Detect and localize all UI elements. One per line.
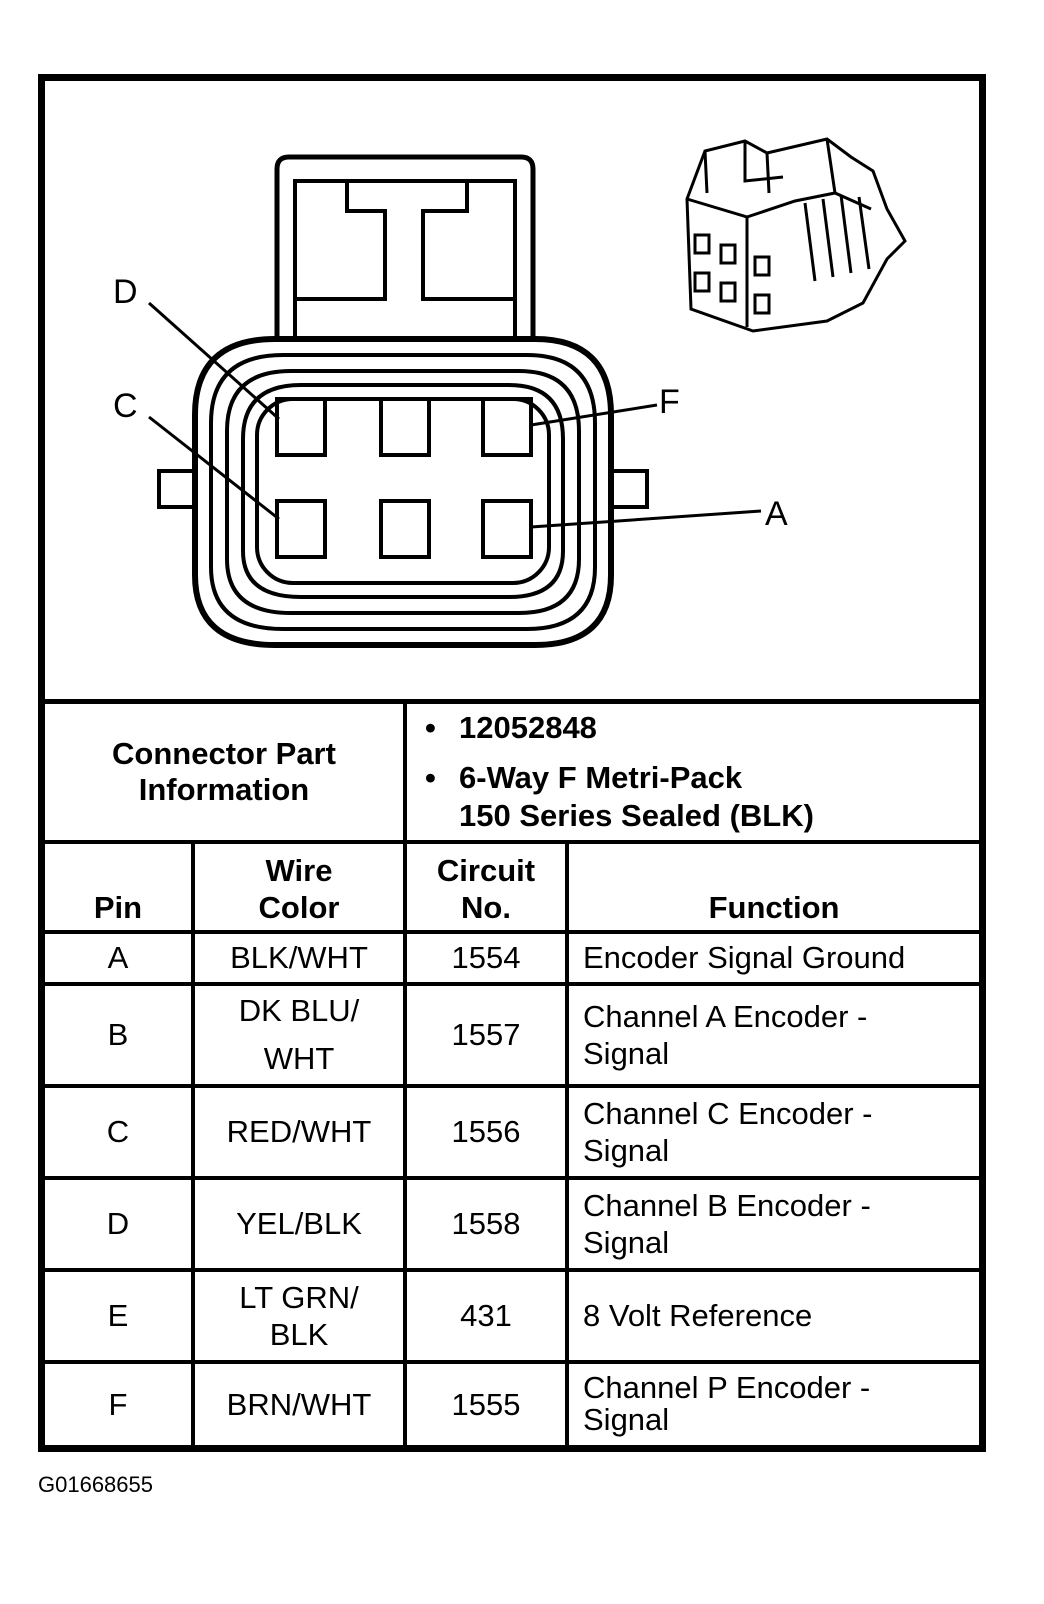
cell-wire-color: YEL/BLK xyxy=(191,1175,407,1272)
label-d: D xyxy=(113,273,138,311)
table-row: C RED/WHT 1556 Channel C Encoder - Signa… xyxy=(45,1083,980,1180)
part-description: 6-Way F Metri-Pack 150 Series Sealed (BL… xyxy=(425,759,979,835)
cell-circuit: 1558 xyxy=(403,1175,569,1272)
table-row: F BRN/WHT 1555 Channel P Encoder - Signa… xyxy=(45,1359,980,1445)
cell-wire-color: BRN/WHT xyxy=(191,1359,407,1445)
cavity-b xyxy=(379,499,431,559)
cavity-f xyxy=(481,397,533,457)
cell-circuit: 1556 xyxy=(403,1083,569,1180)
part-info-values-cell: 12052848 6-Way F Metri-Pack 150 Series S… xyxy=(402,699,980,844)
cell-function: Channel C Encoder - Signal xyxy=(564,1083,980,1180)
cell-wire-color: RED/WHT xyxy=(191,1083,407,1180)
connector-latch xyxy=(274,154,536,341)
cavity-d xyxy=(275,397,327,457)
cell-pin: E xyxy=(45,1267,195,1364)
cell-circuit: 1554 xyxy=(403,929,569,986)
cell-circuit: 1555 xyxy=(403,1359,569,1445)
label-a: A xyxy=(765,495,788,533)
figure-id: G01668655 xyxy=(38,1472,153,1497)
label-f: F xyxy=(659,383,680,421)
pinout-table: Connector Part Information 12052848 6-Wa… xyxy=(45,699,980,1445)
header-wire-color: Wire Color xyxy=(191,839,407,934)
cavity-e xyxy=(379,397,431,457)
cell-function: 8 Volt Reference xyxy=(564,1267,980,1364)
table-row: E LT GRN/ BLK 431 8 Volt Reference xyxy=(45,1267,980,1364)
table-header-row: Pin Wire Color Circuit No. Function xyxy=(45,839,980,934)
leader-lines xyxy=(148,301,762,529)
cell-pin: D xyxy=(45,1175,195,1272)
cell-function: Channel A Encoder - Signal xyxy=(564,981,980,1088)
cell-wire-color: LT GRN/ BLK xyxy=(191,1267,407,1364)
connector-figure-frame: D C F A Connector Part Information 12052… xyxy=(38,74,986,1452)
cell-function: Channel P Encoder - Signal xyxy=(564,1359,980,1445)
connector-face-diagram: D C F A xyxy=(113,137,907,648)
cell-pin: A xyxy=(45,929,195,986)
header-pin: Pin xyxy=(45,839,195,934)
part-info-list: 12052848 6-Way F Metri-Pack 150 Series S… xyxy=(407,709,979,835)
cell-wire-color: BLK/WHT xyxy=(191,929,407,986)
header-circuit-no: Circuit No. xyxy=(403,839,569,934)
table-row: D YEL/BLK 1558 Channel B Encoder - Signa… xyxy=(45,1175,980,1272)
cell-function: Channel B Encoder - Signal xyxy=(564,1175,980,1272)
header-function: Function xyxy=(564,839,980,934)
cell-pin: F xyxy=(45,1359,195,1445)
connector-shell xyxy=(192,336,614,648)
label-c: C xyxy=(113,387,138,425)
cell-wire-color: DK BLU/ WHT xyxy=(191,981,407,1088)
cavity-a xyxy=(481,499,533,559)
cavity-c xyxy=(275,499,327,559)
part-info-label: Connector Part Information xyxy=(112,735,336,807)
cell-circuit: 1557 xyxy=(403,981,569,1088)
cell-function: Encoder Signal Ground xyxy=(564,929,980,986)
part-number: 12052848 xyxy=(425,709,979,747)
part-info-row: Connector Part Information 12052848 6-Wa… xyxy=(45,699,980,844)
connector-3d-thumbnail xyxy=(685,137,907,333)
right-ear xyxy=(609,469,649,509)
table-row: B DK BLU/ WHT 1557 Channel A Encoder - S… xyxy=(45,981,980,1088)
table-row: A BLK/WHT 1554 Encoder Signal Ground xyxy=(45,929,980,986)
left-ear xyxy=(157,469,197,509)
cell-circuit: 431 xyxy=(403,1267,569,1364)
part-info-label-cell: Connector Part Information xyxy=(45,699,407,844)
cell-pin: B xyxy=(45,981,195,1088)
cell-pin: C xyxy=(45,1083,195,1180)
pin-cavities xyxy=(275,397,533,559)
